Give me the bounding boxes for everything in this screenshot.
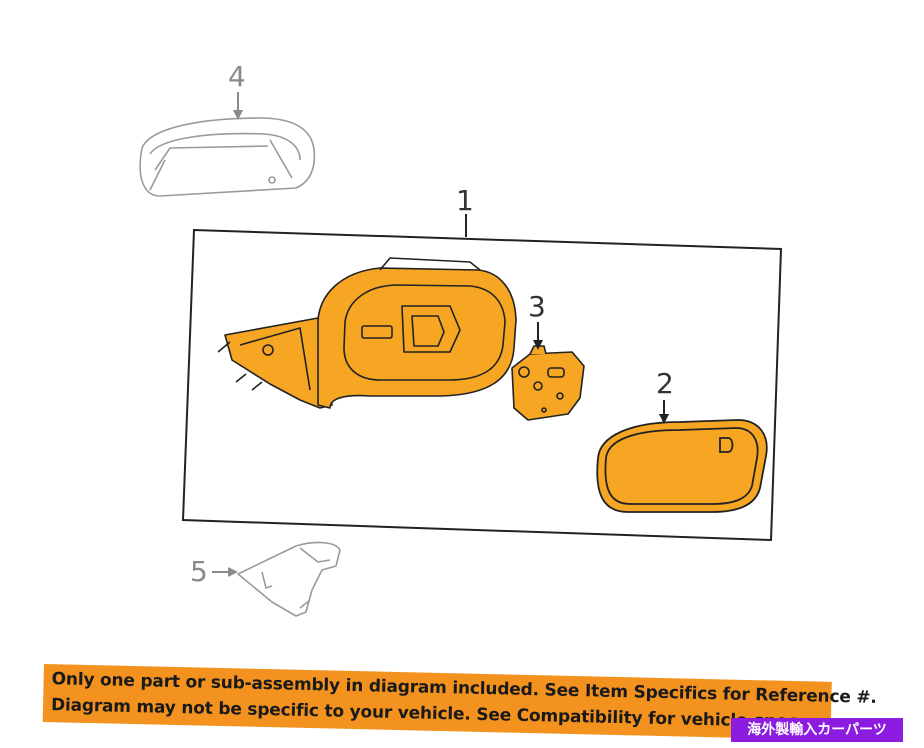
callout-3: 3 [528, 290, 546, 323]
callout-5: 5 [190, 555, 208, 588]
part-1-mirror-housing [217, 257, 517, 409]
part-4-mirror-cover [139, 117, 316, 197]
callout-4: 4 [228, 60, 246, 93]
callout-3-arrow [533, 340, 543, 350]
callout-4-arrow [233, 110, 243, 120]
callout-2: 2 [656, 367, 674, 400]
callout-5-arrow [228, 567, 238, 577]
part-2-mirror-glass [596, 419, 768, 513]
seller-watermark: 海外製輸入カーパーツ [731, 718, 903, 742]
part-5-trim-cover [237, 541, 341, 617]
part-3-mirror-motor [511, 345, 585, 421]
callout-1: 1 [456, 184, 474, 217]
callout-2-arrow [659, 414, 669, 424]
